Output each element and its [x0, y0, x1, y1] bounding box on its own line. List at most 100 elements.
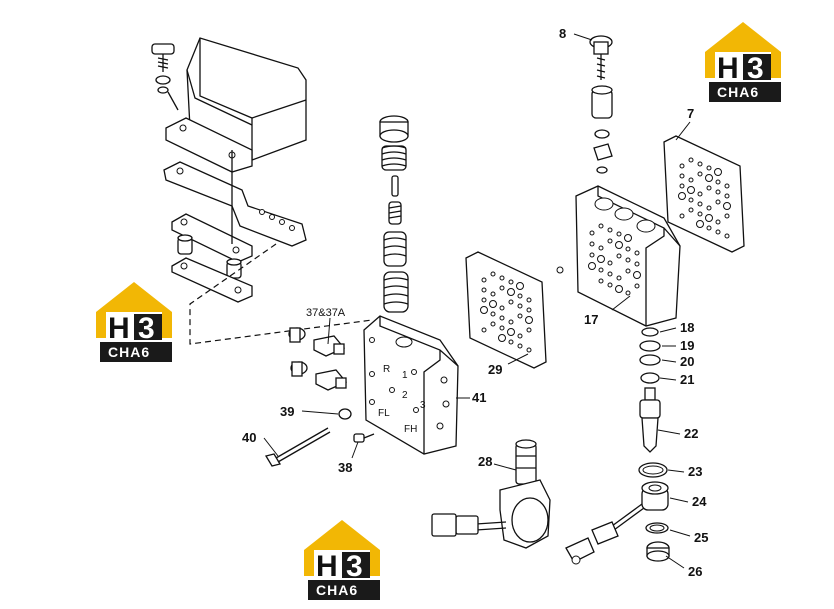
label-22: 22	[684, 426, 698, 441]
bolt-hole	[589, 252, 595, 258]
label-40: 40	[242, 430, 256, 445]
bolt-hole	[697, 171, 703, 177]
label-8: 8	[559, 26, 566, 41]
bolt-hole	[589, 230, 595, 236]
bolt-hole	[706, 205, 712, 211]
label-21: 21	[680, 372, 694, 387]
bolt-hole	[508, 339, 514, 345]
bolt-hole	[714, 168, 722, 176]
label-18: 18	[680, 320, 694, 335]
leader-lines	[263, 33, 691, 569]
bolt-hole	[697, 161, 703, 167]
mark-1: 1	[402, 370, 408, 381]
o-ring-21	[640, 372, 660, 384]
gasket-7	[663, 135, 745, 253]
mark-3: 3	[420, 400, 426, 411]
label-38: 38	[338, 460, 352, 475]
coil-24	[565, 481, 669, 565]
o-ring-19	[639, 340, 661, 352]
svg-text:3: 3	[138, 312, 155, 345]
spool-stack	[379, 115, 409, 313]
bolt-hole	[525, 316, 533, 324]
bolt-hole	[697, 211, 703, 217]
bolt-hole	[624, 234, 632, 242]
bolt-hole	[507, 328, 515, 336]
part-labels: 8 7 17 18 19 20 21 22 23 24 25 26 28 29 …	[242, 26, 708, 579]
bolt	[151, 43, 179, 111]
cartridge-22	[639, 387, 661, 453]
bolt-hole	[705, 174, 713, 182]
label-24: 24	[692, 494, 707, 509]
mark-2: 2	[402, 390, 408, 401]
bolt-hole	[499, 285, 505, 291]
bolt-hole	[607, 227, 613, 233]
svg-text:3: 3	[747, 52, 764, 85]
bolt-hole	[589, 241, 595, 247]
bolt-hole	[517, 343, 523, 349]
bolt-38	[353, 433, 375, 443]
lower-right-parts	[565, 327, 670, 565]
bolt-hole	[625, 246, 631, 252]
bolt-hole	[616, 253, 622, 259]
bolt-hole	[696, 220, 704, 228]
o-ring-20	[639, 354, 661, 366]
logo-left: H 3 CHA6	[96, 282, 172, 362]
cover-assembly	[151, 37, 307, 303]
bolt-hole	[715, 199, 721, 205]
bolt-hole	[499, 315, 505, 321]
label-7: 7	[687, 106, 694, 121]
label-23: 23	[688, 464, 702, 479]
bolt-hole	[481, 287, 487, 293]
bolt-hole	[499, 275, 505, 281]
bolt-hole	[634, 283, 640, 289]
bolt-hole	[517, 333, 523, 339]
label-37: 37&37A	[306, 307, 346, 319]
bolt-hole	[607, 282, 613, 288]
bolt-hole	[499, 325, 505, 331]
bolt-hole	[625, 290, 631, 296]
svg-text:H: H	[108, 312, 130, 345]
bolt-hole	[481, 277, 487, 283]
bolt-hole	[498, 334, 506, 342]
bolt-hole	[481, 327, 487, 333]
bolt-hole	[723, 202, 731, 210]
bolt-hole	[724, 233, 730, 239]
bolt-hole	[688, 197, 694, 203]
bolt-hole	[517, 313, 523, 319]
bolt-hole	[634, 261, 640, 267]
bolt-hole	[679, 183, 685, 189]
nut-26	[646, 541, 670, 562]
bolt-hole	[507, 288, 515, 296]
logo-top-right: H 3 CHA6	[705, 22, 781, 102]
bolt-hole	[508, 299, 514, 305]
bolt-hole	[616, 231, 622, 237]
label-19: 19	[680, 338, 694, 353]
bolt-hole	[598, 278, 604, 284]
long-bolt-40	[264, 427, 331, 467]
bolt-hole	[598, 245, 604, 251]
bolt-hole	[526, 327, 532, 333]
bolt-hole	[706, 225, 712, 231]
mark-r: R	[383, 364, 390, 375]
bolt-hole	[679, 213, 685, 219]
bolt-hole	[706, 185, 712, 191]
bolt-hole	[607, 260, 613, 266]
label-20: 20	[680, 354, 694, 369]
bolt-hole	[490, 291, 496, 297]
o-ring-18	[641, 327, 659, 337]
bolt-hole	[607, 238, 613, 244]
label-26: 26	[688, 564, 702, 579]
mark-fh: FH	[404, 424, 417, 435]
solenoid-top-stack	[589, 35, 613, 174]
bolt-hole	[679, 173, 685, 179]
bolt-hole	[705, 214, 713, 222]
bolt-hole	[598, 267, 604, 273]
logo-bottom: H 3 CHA6	[304, 520, 380, 600]
bolt-hole	[679, 163, 685, 169]
label-39: 39	[280, 404, 294, 419]
bolt-hole	[481, 297, 487, 303]
bolt-hole	[490, 271, 496, 277]
bolt-hole	[607, 271, 613, 277]
